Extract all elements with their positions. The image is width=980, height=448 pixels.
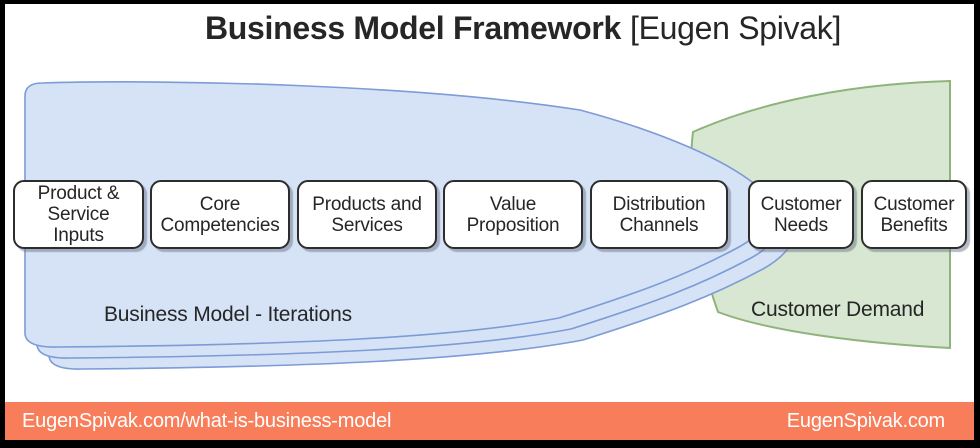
page-title: Business Model Framework[Eugen Spivak]	[0, 10, 980, 47]
box-distribution-channels: Distribution Channels	[590, 180, 728, 249]
box-product-service-inputs: Product & Service Inputs	[13, 180, 144, 249]
box-core-competencies: Core Competencies	[150, 180, 290, 249]
box-products-and-services: Products and Services	[297, 180, 437, 249]
footer-banner: EugenSpivak.com/what-is-business-model E…	[5, 402, 974, 440]
box-customer-needs: Customer Needs	[748, 180, 854, 249]
footer-article-url: EugenSpivak.com/what-is-business-model	[22, 409, 392, 432]
title-attribution: [Eugen Spivak]	[629, 10, 842, 46]
customer-demand-label: Customer Demand	[751, 298, 925, 321]
box-customer-benefits: Customer Benefits	[861, 180, 967, 249]
title-main: Business Model Framework	[204, 10, 621, 46]
footer-site-name: EugenSpivak.com	[786, 409, 945, 432]
iterations-label: Business Model - Iterations	[104, 303, 352, 326]
box-value-proposition: Value Proposition	[443, 180, 583, 249]
